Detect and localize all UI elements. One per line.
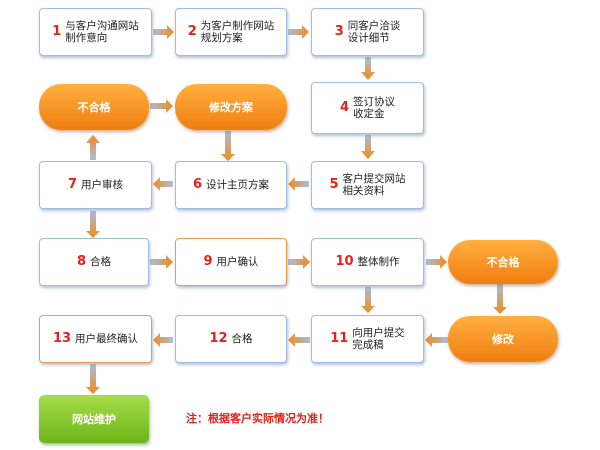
step-8: 8 合格 — [39, 238, 149, 286]
step-7-label: 用户审核 — [81, 178, 124, 191]
step-6-label: 设计主页方案 — [206, 178, 270, 191]
arrow-5-to-6 — [288, 177, 309, 191]
step-2: 2 为客户制作网站 规划方案 — [175, 8, 287, 56]
arrow-unq-to-revise — [150, 99, 173, 113]
step-13-label: 用户最终确认 — [75, 332, 139, 345]
step-9-number: 9 — [203, 253, 213, 269]
arrow-4-to-5 — [361, 135, 375, 159]
step-8-number: 8 — [76, 253, 87, 269]
arrow-10-to-11 — [361, 287, 375, 313]
arrow-10-to-unq — [426, 255, 447, 269]
step-11-label: 向用户提交 完成稿 — [352, 326, 405, 351]
arrow-2-to-3 — [288, 25, 309, 39]
revise-plan-pill: 修改方案 — [175, 84, 287, 130]
step-1: 1 与客户沟通网站 制作意向 — [39, 8, 152, 56]
step-8-label: 合格 — [90, 255, 112, 268]
step-13: 13 用户最终确认 — [39, 315, 152, 363]
step-12: 12 合格 — [175, 315, 287, 363]
step-10: 10 整体制作 — [311, 238, 424, 286]
step-10-label: 整体制作 — [357, 255, 400, 268]
arrow-11-to-12 — [288, 333, 310, 347]
step-1-label: 与客户沟通网站 制作意向 — [65, 19, 139, 44]
step-3: 3 同客户洽谈 设计细节 — [311, 8, 424, 56]
step-10-number: 10 — [335, 253, 354, 269]
footnote: 注：根据客户实际情况为准！ — [186, 412, 329, 425]
arrow-unq-to-revise-right — [493, 284, 507, 314]
step-3-label: 同客户洽谈 设计细节 — [347, 19, 401, 44]
arrow-8-to-9 — [150, 255, 173, 269]
arrow-7-to-8 — [86, 211, 100, 238]
step-5-number: 5 — [329, 176, 339, 192]
step-7: 7 用户审核 — [39, 161, 152, 209]
arrow-6-to-7 — [153, 177, 173, 191]
step-9: 9 用户确认 — [175, 238, 287, 286]
step-6: 6 设计主页方案 — [175, 161, 287, 209]
revise-pill: 修改 — [448, 316, 558, 362]
arrow-revise-to-11 — [425, 333, 448, 347]
arrow-9-to-10 — [288, 255, 310, 269]
step-4-number: 4 — [339, 99, 350, 115]
step-4: 4 签订协议 收定金 — [311, 82, 424, 134]
arrow-1-to-2 — [153, 25, 174, 39]
unqualified-pill-right: 不合格 — [448, 240, 558, 284]
step-1-number: 1 — [52, 23, 62, 39]
step-11: 11 向用户提交 完成稿 — [311, 315, 424, 363]
step-2-number: 2 — [187, 23, 197, 39]
arrow-3-to-4 — [361, 57, 375, 80]
website-maintenance-box: 网站维护 — [39, 395, 149, 443]
step-2-label: 为客户制作网站 规划方案 — [200, 19, 275, 44]
step-4-label: 签订协议 收定金 — [353, 95, 396, 120]
unqualified-pill-top: 不合格 — [39, 84, 149, 130]
arrow-revise-to-6 — [221, 131, 235, 161]
step-11-number: 11 — [330, 330, 349, 346]
step-12-label: 合格 — [231, 332, 253, 345]
step-12-number: 12 — [209, 330, 228, 346]
arrow-12-to-13 — [153, 333, 173, 347]
arrow-13-to-maintenance — [86, 364, 100, 394]
step-6-number: 6 — [192, 176, 203, 192]
step-13-number: 13 — [52, 330, 72, 346]
step-3-number: 3 — [334, 23, 344, 39]
arrow-7-to-unq — [86, 135, 100, 160]
step-5: 5 客户提交网站 相关资料 — [311, 161, 424, 209]
step-5-label: 客户提交网站 相关资料 — [342, 172, 406, 197]
step-7-number: 7 — [67, 176, 78, 192]
step-9-label: 用户确认 — [216, 255, 259, 268]
